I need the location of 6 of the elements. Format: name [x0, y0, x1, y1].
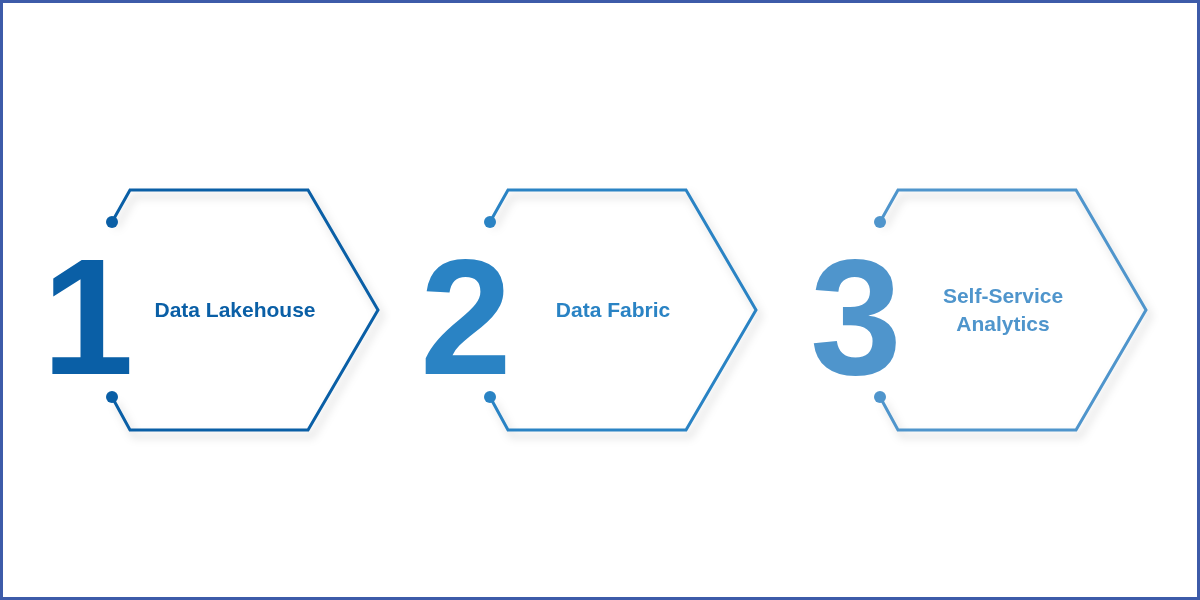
step-number: 3	[810, 235, 898, 400]
step-number: 2	[420, 235, 508, 400]
step-number: 1	[42, 235, 130, 400]
step-label: Data Lakehouse	[154, 296, 316, 323]
step-label: Data Fabric	[555, 296, 671, 323]
step-label: Self-Service Analytics	[941, 282, 1065, 337]
